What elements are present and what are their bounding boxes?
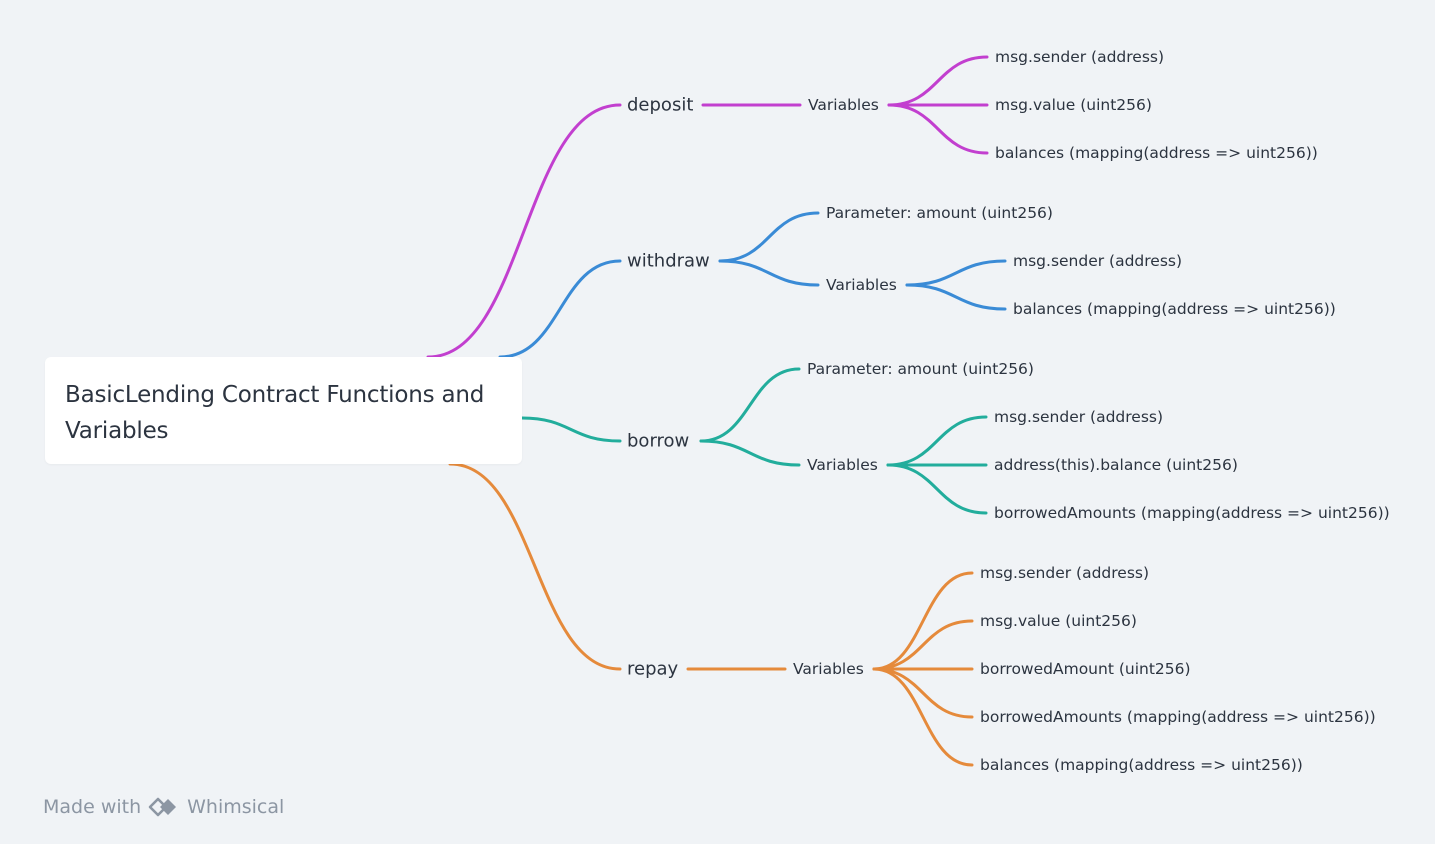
node-withdraw-variables[interactable]: Variables [826, 276, 897, 294]
node-deposit-var-2[interactable]: msg.value (uint256) [995, 96, 1152, 114]
root-title-line-1: BasicLending Contract Functions and [65, 382, 485, 408]
edge-deposit-var-3 [887, 103, 989, 155]
node-repay-variables[interactable]: Variables [793, 660, 864, 678]
node-borrow-var-1[interactable]: msg.sender (address) [994, 408, 1164, 426]
whimsical-logo-icon [148, 797, 177, 817]
edge-borrow-var-3 [886, 463, 988, 515]
edge-repay-var-2 [872, 619, 974, 671]
edge-root-deposit [426, 103, 622, 359]
edge-borrow-parameter [699, 367, 801, 443]
whimsical-brand-label: Whimsical [187, 796, 285, 818]
edge-withdraw-var-1 [905, 259, 1007, 287]
node-withdraw-parameter[interactable]: Parameter: amount (uint256) [826, 204, 1053, 222]
node-deposit-variables[interactable]: Variables [808, 96, 879, 114]
node-borrow-var-3[interactable]: borrowedAmounts (mapping(address => uint… [994, 504, 1390, 522]
node-repay-var-4[interactable]: borrowedAmounts (mapping(address => uint… [980, 708, 1376, 726]
edge-root-borrow [520, 416, 622, 443]
edge-root-repay [448, 462, 622, 671]
edge-withdraw-parameter [718, 211, 820, 263]
node-withdraw-var-1[interactable]: msg.sender (address) [1013, 252, 1183, 270]
node-withdraw[interactable]: withdraw [627, 250, 710, 272]
edge-withdraw-var-2 [905, 283, 1007, 311]
node-deposit-var-3[interactable]: balances (mapping(address => uint256)) [995, 144, 1318, 162]
node-repay[interactable]: repay [627, 658, 679, 680]
node-deposit[interactable]: deposit [627, 94, 694, 116]
edge-repay-var-1 [872, 571, 974, 671]
root-title: BasicLending Contract Functions and Vari… [65, 377, 502, 449]
edge-root-withdraw [498, 259, 622, 359]
edge-repay-var-5 [872, 667, 974, 767]
node-borrow[interactable]: borrow [627, 430, 690, 452]
node-repay-var-1[interactable]: msg.sender (address) [980, 564, 1150, 582]
node-borrow-variables[interactable]: Variables [807, 456, 878, 474]
root-title-line-2: Variables [65, 418, 169, 444]
node-borrow-parameter[interactable]: Parameter: amount (uint256) [807, 360, 1034, 378]
edge-withdraw-variables [718, 259, 820, 287]
node-repay-var-2[interactable]: msg.value (uint256) [980, 612, 1137, 630]
node-repay-var-3[interactable]: borrowedAmount (uint256) [980, 660, 1191, 678]
node-withdraw-var-2[interactable]: balances (mapping(address => uint256)) [1013, 300, 1336, 318]
made-with-whimsical-badge[interactable]: Made with Whimsical [43, 796, 284, 818]
edge-borrow-var-1 [886, 415, 988, 467]
root-node[interactable]: BasicLending Contract Functions and Vari… [45, 357, 522, 464]
node-deposit-var-1[interactable]: msg.sender (address) [995, 48, 1165, 66]
edge-deposit-var-1 [887, 55, 989, 107]
node-repay-var-5[interactable]: balances (mapping(address => uint256)) [980, 756, 1303, 774]
edge-borrow-variables [699, 439, 801, 467]
edge-repay-var-4 [872, 667, 974, 719]
node-borrow-var-2[interactable]: address(this).balance (uint256) [994, 456, 1238, 474]
made-with-label: Made with [43, 796, 142, 818]
